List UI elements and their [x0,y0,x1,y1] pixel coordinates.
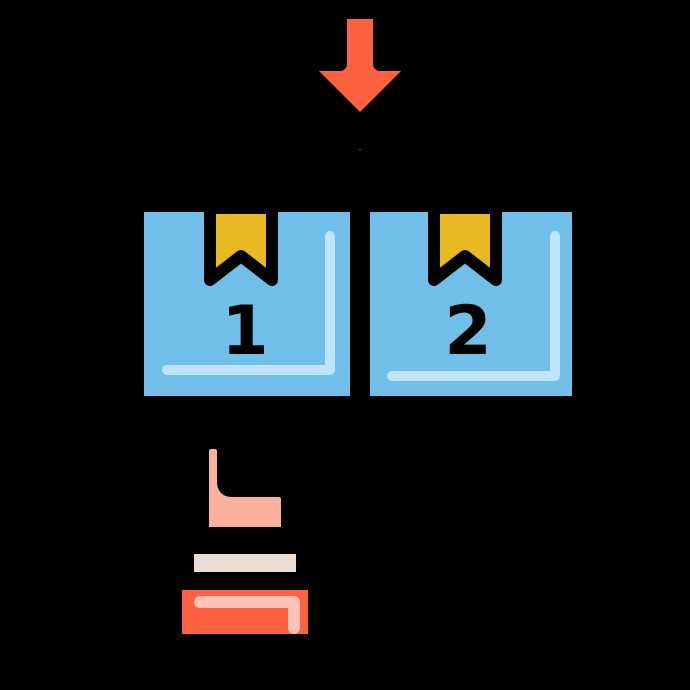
box-2: 2 [354,196,588,412]
box-number-1: 1 [221,292,268,371]
down-arrow-icon [295,5,425,167]
box-1: 1 [128,196,366,412]
box-number-2: 2 [444,292,491,371]
ribbon-icon [428,202,502,286]
ribbon-icon [204,202,278,286]
thumbs-up-icon [170,435,320,646]
